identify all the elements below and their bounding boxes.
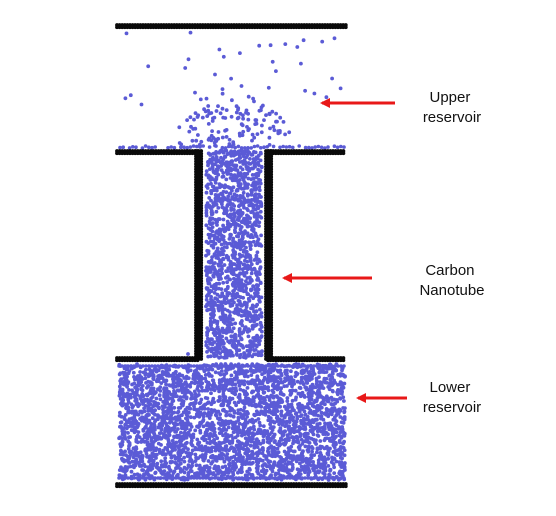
upper-reservoir-floor-left: [115, 149, 200, 156]
upper-reservoir-label: Upper reservoir: [423, 89, 481, 126]
nanotube-particles: [186, 148, 264, 360]
nanotube-label: Carbon Nanotube: [419, 262, 484, 299]
lower-reservoir-top-left: [115, 356, 200, 363]
upper-reservoir-particles: [118, 30, 346, 150]
upper-reservoir-floor-right: [266, 149, 346, 156]
lower-reservoir-bottom-wall: [115, 482, 348, 489]
upper-reservoir-top-wall: [115, 23, 348, 30]
nanotube-right-wall: [264, 149, 274, 361]
walls: [115, 23, 348, 489]
nanotube-left-wall: [194, 149, 204, 361]
lower-reservoir-top-right: [266, 356, 346, 363]
lower-reservoir-particles: [117, 362, 347, 482]
lower-reservoir-label: Lower reservoir: [423, 379, 481, 416]
